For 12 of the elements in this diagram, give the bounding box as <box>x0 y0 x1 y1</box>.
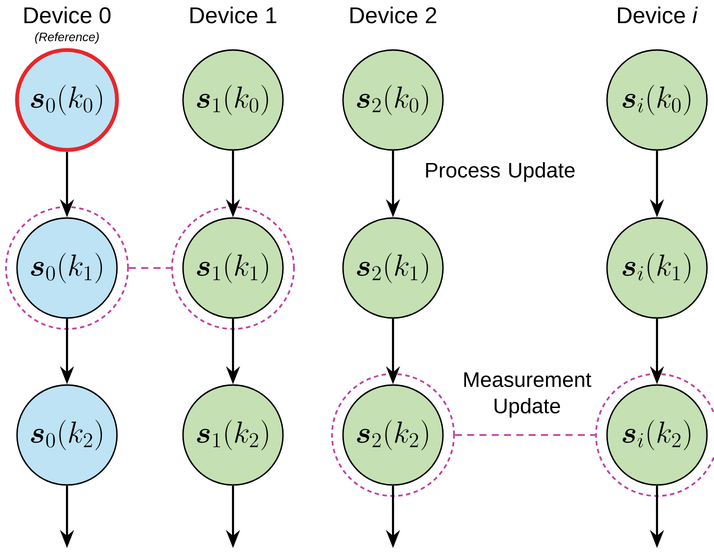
edge-label: Process Update <box>426 162 575 182</box>
reference-note: (Reference) <box>35 32 99 44</box>
column-heading: Device 2 <box>350 6 436 24</box>
column-heading: Device 1 <box>190 6 276 24</box>
dashed-line <box>454 434 596 436</box>
dashed-circle <box>171 206 295 330</box>
edge-label: Measurement Update <box>464 372 592 418</box>
dashed-circle <box>5 206 129 330</box>
column-heading: Device i <box>618 6 698 24</box>
dashed-circle <box>331 373 455 497</box>
column-heading: Device 0 <box>24 6 111 24</box>
dashed-line <box>128 267 172 269</box>
